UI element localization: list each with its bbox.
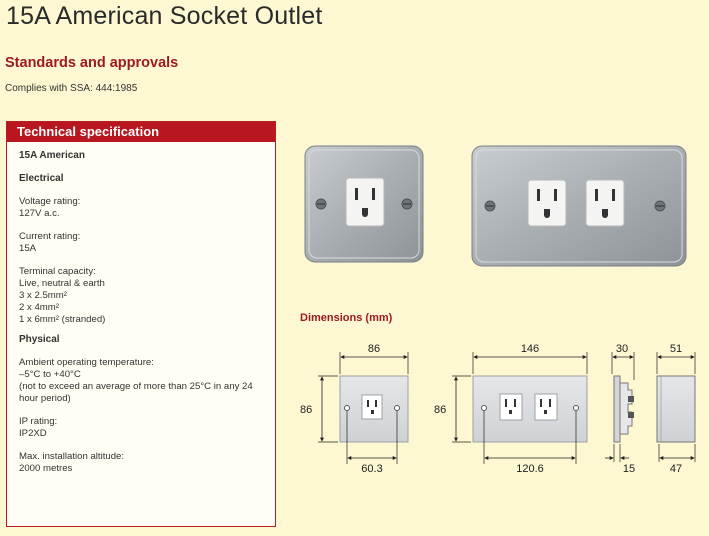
electrical-heading: Electrical xyxy=(19,173,64,184)
terminal-label: Terminal capacity: xyxy=(19,266,96,277)
dim-single-width: 86 xyxy=(368,343,380,355)
dimensions-heading: Dimensions (mm) xyxy=(300,312,393,324)
ip-value: IP2XD xyxy=(19,428,47,439)
dim-single-fixing: 60.3 xyxy=(361,463,382,475)
terminal-line: Live, neutral & earth xyxy=(19,278,105,289)
single-socket-photo xyxy=(304,145,424,263)
dim-side-bottom: 15 xyxy=(623,463,635,475)
technical-spec-panel: Technical specification 15A American Ele… xyxy=(6,121,276,527)
ip-label: IP rating: xyxy=(19,416,58,427)
terminal-line: 2 x 4mm² xyxy=(19,302,59,313)
single-socket-drawing xyxy=(318,352,409,464)
altitude-label: Max. installation altitude: xyxy=(19,451,125,462)
complies-text: Complies with SSA: 444:1985 xyxy=(5,83,138,94)
current-value: 15A xyxy=(19,243,37,254)
standards-heading: Standards and approvals xyxy=(5,55,179,71)
spec-body: 15A American Electrical Voltage rating: … xyxy=(7,142,275,475)
terminal-line: 3 x 2.5mm² xyxy=(19,290,67,301)
dim-box-depth: 51 xyxy=(670,343,682,355)
ambient-note: (not to exceed an average of more than 2… xyxy=(19,381,253,404)
voltage-value: 127V a.c. xyxy=(19,208,60,219)
physical-heading: Physical xyxy=(19,334,60,345)
spec-header: Technical specification xyxy=(7,122,275,142)
double-socket-photo xyxy=(471,145,687,267)
dim-single-height: 86 xyxy=(300,404,312,416)
dim-double-fixing: 120.6 xyxy=(516,463,544,475)
ambient-label: Ambient operating temperature: xyxy=(19,357,154,368)
terminal-line: 1 x 6mm² (stranded) xyxy=(19,314,106,325)
spec-product: 15A American xyxy=(19,150,85,161)
voltage-label: Voltage rating: xyxy=(19,196,81,207)
current-label: Current rating: xyxy=(19,231,81,242)
page-title: 15A American Socket Outlet xyxy=(6,2,323,30)
ambient-range: –5°C to +40°C xyxy=(19,369,81,380)
side-profile-drawing xyxy=(605,352,635,462)
altitude-value: 2000 metres xyxy=(19,463,73,474)
dim-box-bottom: 47 xyxy=(670,463,682,475)
dim-double-height: 86 xyxy=(434,404,446,416)
dim-side-depth: 30 xyxy=(616,343,628,355)
box-profile-drawing xyxy=(656,352,696,462)
double-socket-drawing xyxy=(452,352,588,464)
dim-double-width: 146 xyxy=(521,343,539,355)
